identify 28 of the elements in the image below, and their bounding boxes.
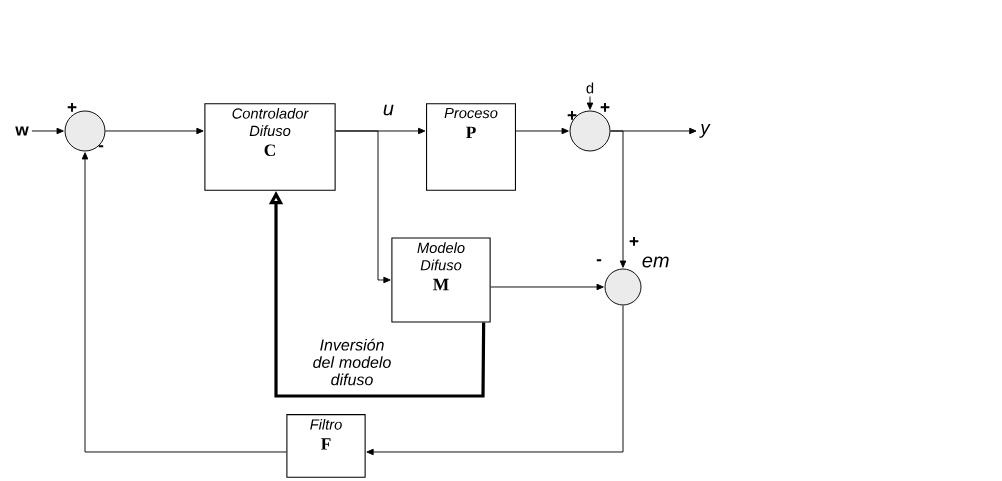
arrow xyxy=(31,127,64,135)
arrow xyxy=(610,130,627,268)
sign-label: + xyxy=(600,102,610,112)
arrow xyxy=(490,283,604,291)
summing-junction xyxy=(569,110,611,152)
sign-label: + xyxy=(567,110,577,120)
arrow xyxy=(335,130,391,284)
arrow xyxy=(105,127,204,135)
edge-label: Inversión del modelo difuso xyxy=(306,337,398,387)
sign-label: - xyxy=(596,259,602,262)
arrow xyxy=(515,127,569,135)
signal-label: y xyxy=(699,124,711,138)
signal-label: w xyxy=(15,126,29,136)
block-box: Modelo Difuso M xyxy=(391,237,491,323)
sign-label: + xyxy=(67,102,77,112)
sign-label: - xyxy=(98,145,104,148)
arrow xyxy=(366,305,624,456)
arrow xyxy=(81,152,287,453)
sign-label: + xyxy=(629,236,639,246)
signal-label: d xyxy=(586,82,594,94)
arrow xyxy=(586,96,594,110)
summing-junction xyxy=(64,110,106,152)
edge-label: em xyxy=(640,255,671,269)
block-box: Filtro F xyxy=(286,414,366,478)
block-box: Proceso P xyxy=(426,103,516,191)
edge-label: u xyxy=(381,103,396,117)
block-box: Controlador Difuso C xyxy=(204,103,336,191)
summing-junction xyxy=(604,268,642,306)
